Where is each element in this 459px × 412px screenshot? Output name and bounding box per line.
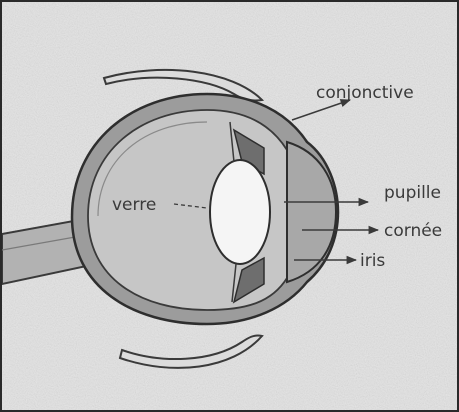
label-conjunctiva: conjonctive: [316, 83, 414, 103]
label-pupil: pupille: [384, 183, 441, 203]
lens: [210, 160, 270, 264]
label-iris: iris: [360, 251, 385, 271]
label-cornea: cornée: [384, 221, 442, 241]
label-vitreous: verre: [112, 195, 156, 215]
